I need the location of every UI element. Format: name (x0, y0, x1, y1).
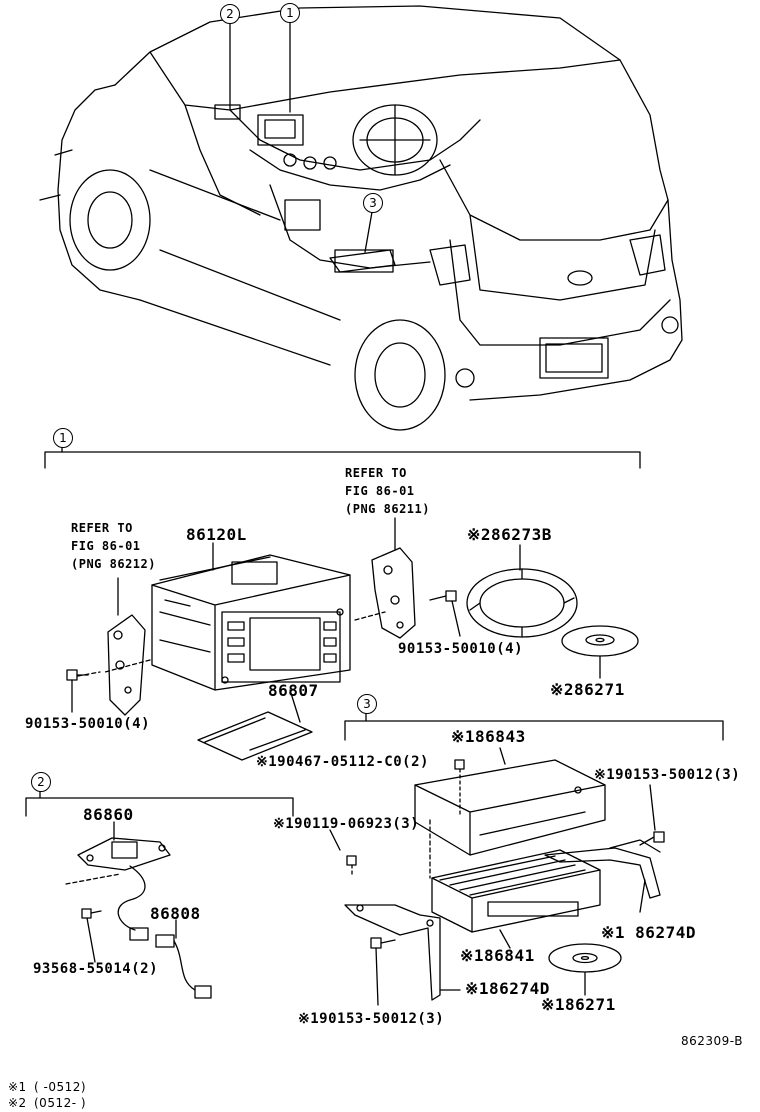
part-90153-50010-left: 90153-50010(4) (25, 716, 151, 732)
bolt-190153-bottom-illustration (370, 937, 396, 1006)
part-86271-s1: ※286271 (550, 680, 625, 699)
section3-frame (344, 711, 724, 741)
part-86274D-right: ※1 86274D (601, 923, 696, 942)
section1-callout: 1 (53, 428, 73, 448)
cord-86808-illustration (155, 919, 212, 999)
refer-right-line2: FIG 86-01 (345, 484, 415, 498)
disc-186271-illustration (548, 943, 622, 996)
section1-frame (44, 444, 641, 469)
right-bracket-illustration (371, 517, 416, 639)
changer-86841-illustration (429, 819, 601, 949)
part-86807: 86807 (268, 681, 319, 700)
callout-2-vehicle: 2 (220, 4, 240, 24)
refer-right-line3: (PNG 86211) (345, 502, 430, 516)
bolt-93568-illustration (81, 908, 102, 963)
bolt-right-illustration (429, 590, 461, 637)
radio-unit-illustration (104, 542, 386, 691)
part-86274D-bottom: ※186274D (465, 979, 550, 998)
refer-left-line2: FIG 86-01 (71, 539, 141, 553)
footnote-1-mark: ※1 (8, 1080, 27, 1094)
plate-illustration (197, 689, 313, 761)
figure-id: 862309-B (681, 1034, 743, 1048)
part-86271-s3: ※186271 (541, 995, 616, 1014)
footnote-1-range: ( -0512) (34, 1080, 87, 1094)
part-90153-50012-right: ※190153-50012(3) (594, 767, 741, 783)
screw-190119-illustration (329, 829, 357, 876)
part-90467-05112: ※190467-05112-C0(2) (256, 754, 429, 770)
module-86860-illustration (65, 821, 171, 941)
vehicle-illustration (39, 5, 683, 431)
refer-left-line1: REFER TO (71, 521, 133, 535)
refer-right-line1: REFER TO (345, 466, 407, 480)
callout-1-vehicle: 1 (280, 3, 300, 23)
disc-illustration (561, 625, 639, 679)
part-90153-50012-bottom: ※190153-50012(3) (298, 1011, 445, 1027)
part-86841: ※186841 (460, 946, 535, 965)
part-86273B: ※286273B (467, 525, 552, 544)
section3-callout: 3 (357, 694, 377, 714)
part-90119-06923: ※190119-06923(3) (273, 816, 420, 832)
refer-left-line3: (PNG 86212) (71, 557, 156, 571)
part-93568-55014: 93568-55014(2) (33, 961, 159, 977)
part-86808: 86808 (150, 904, 201, 923)
bracket-right-86274D-illustration (544, 839, 661, 913)
section2-frame (25, 789, 294, 817)
footnote-2-mark: ※2 (8, 1096, 27, 1110)
section2-callout: 2 (31, 772, 51, 792)
part-86843: ※186843 (451, 727, 526, 746)
part-86860: 86860 (83, 805, 134, 824)
cover-86843-illustration (414, 747, 606, 856)
bolt-left-illustration (66, 669, 89, 713)
bolt-190153-right-illustration (639, 784, 665, 846)
footnote-2-range: (0512- ) (34, 1096, 87, 1110)
left-bracket-illustration (77, 577, 146, 716)
part-90153-50010-right: 90153-50010(4) (398, 641, 524, 657)
screw-190467-illustration (454, 759, 465, 816)
bracket-bottom-86274D-illustration (344, 904, 461, 1001)
callout-3-vehicle: 3 (363, 193, 383, 213)
part-86120L: 86120L (186, 525, 247, 544)
ring-illustration (466, 544, 578, 638)
